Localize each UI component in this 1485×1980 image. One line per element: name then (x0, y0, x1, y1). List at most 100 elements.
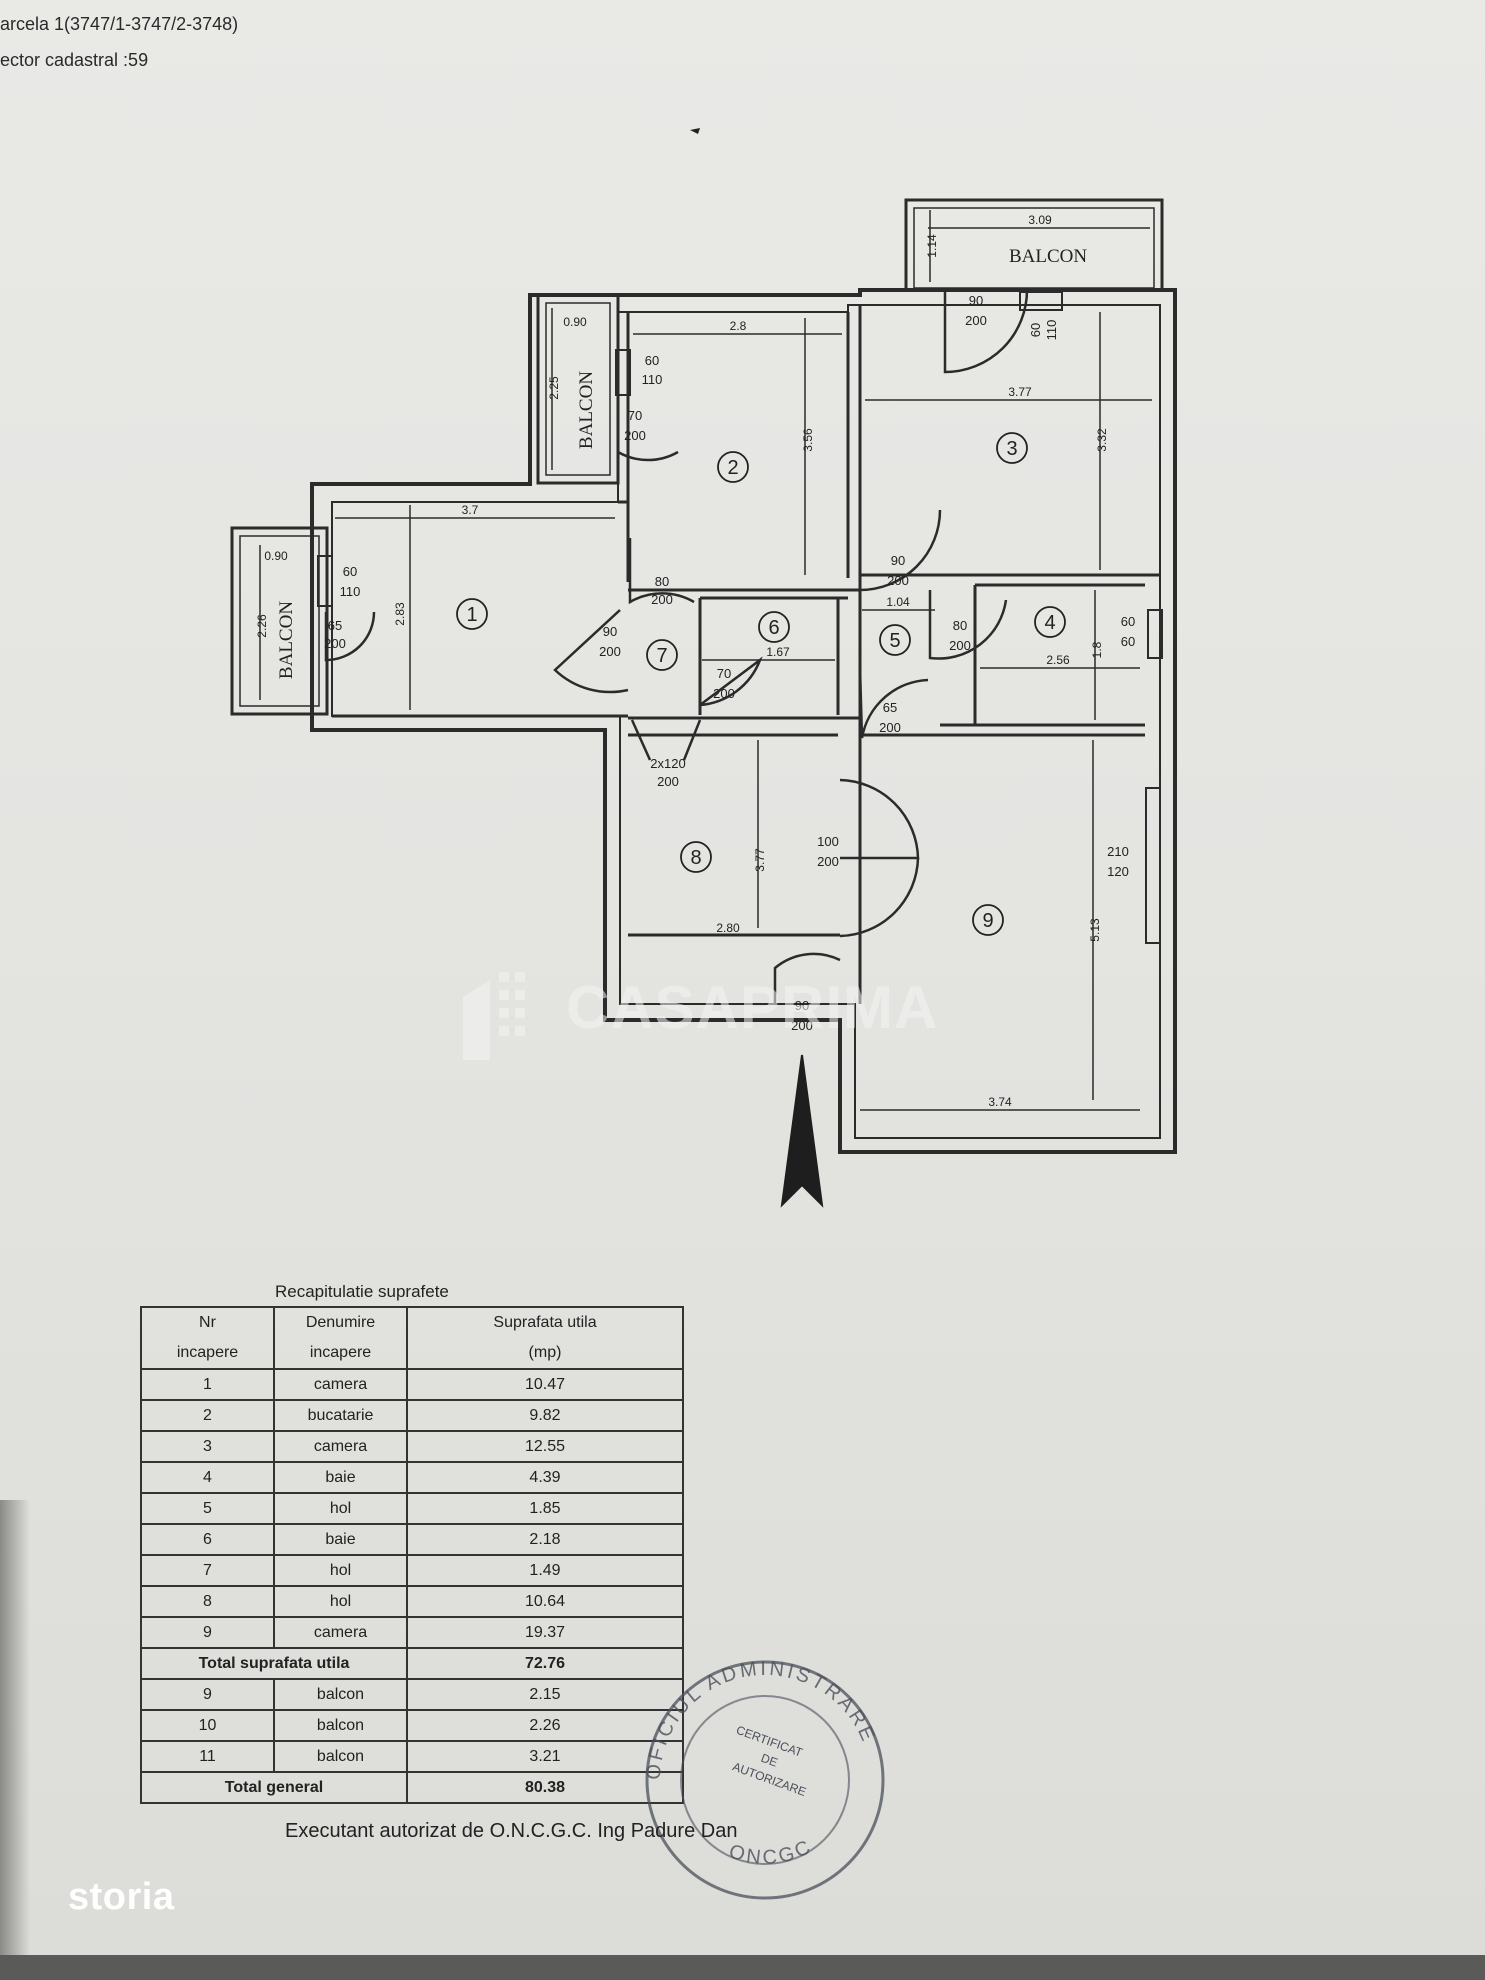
door-arc-bath6 (699, 656, 763, 707)
header-den-1: Denumire (273, 1306, 408, 1338)
dim-room9-h: 5.13 (1088, 918, 1102, 942)
door-b11: 200 (949, 638, 971, 653)
bottom-band (0, 1955, 1485, 1980)
door-arc-bath4 (928, 590, 1008, 660)
total-general-row: Total general 80.38 (140, 1771, 684, 1804)
cell-nr: 1 (140, 1368, 275, 1401)
oncgc-stamp: OFICIUL ADMINISTRARE ONCGC CERTIFICAT DE… (643, 1658, 885, 1900)
room-circle-9 (972, 904, 1004, 936)
cell-nr: 5 (140, 1492, 275, 1525)
cell-nr: 11 (140, 1740, 275, 1773)
surface-table: Nr Denumire Suprafata utila incapere inc… (140, 1306, 684, 1804)
door-arc-balcony-top (943, 289, 1029, 374)
door-a6: 60 (343, 564, 357, 579)
floor-plan: BALCON BALCON BALCON 1 2 3 4 5 6 7 8 9 3… (230, 128, 1177, 1208)
door-b1: 110 (642, 372, 663, 387)
dim-room8-h: 3.77 (753, 848, 767, 872)
total-util-value: 72.76 (406, 1647, 684, 1680)
cell-nr: 7 (140, 1554, 275, 1587)
stamp-ring-bottom: ONCGC (726, 1835, 813, 1869)
door-b5: 200 (887, 573, 909, 588)
door-a17: 2x120 (650, 756, 685, 771)
door-a4: 60 (1028, 323, 1043, 337)
cell-area: 2.26 (406, 1709, 684, 1742)
dim-room6-w: 1.67 (766, 645, 790, 659)
room-number-1: 1 (466, 604, 477, 626)
cell-area: 2.18 (406, 1523, 684, 1556)
room-circle-5 (879, 624, 911, 656)
room-circle-8 (680, 841, 712, 873)
door-b6: 110 (340, 584, 361, 599)
dim-room4-h: 1.8 (1090, 641, 1104, 658)
cell-nr: 8 (140, 1585, 275, 1618)
cell-name: hol (273, 1554, 408, 1587)
room-number-5: 5 (889, 630, 900, 652)
cell-nr: 6 (140, 1523, 275, 1556)
dim-balc-left-h: 2.26 (255, 614, 269, 638)
cell-name: balcon (273, 1740, 408, 1773)
door-a8: 80 (655, 574, 669, 589)
balcony-label-top: BALCON (1009, 246, 1087, 267)
cell-name: camera (273, 1616, 408, 1649)
total-general-value: 80.38 (406, 1771, 684, 1804)
dim-room1-h: 2.83 (393, 602, 407, 626)
door-arc-room8-b (839, 857, 920, 938)
table-title: Recapitulatie suprafete (275, 1282, 449, 1301)
door-arc-hall7-top (628, 538, 695, 605)
cell-area: 19.37 (406, 1616, 684, 1649)
door-b4: 110 (1044, 320, 1059, 341)
room-circle-7 (646, 639, 678, 671)
room-number-3: 3 (1006, 438, 1017, 460)
door-arc-hall5 (858, 667, 929, 739)
room-circle-6 (758, 611, 790, 643)
cell-name: balcon (273, 1709, 408, 1742)
header-sup-1: Suprafata utila (406, 1306, 684, 1338)
room-circle-1 (456, 598, 488, 630)
door-b13: 60 (1121, 634, 1135, 649)
dim-room5-w: 1.04 (886, 595, 910, 609)
door-b12: 200 (879, 720, 901, 735)
dim-room2-h: 3.56 (801, 428, 815, 452)
door-b2: 200 (624, 428, 646, 443)
table-header-row-1: Nr Denumire Suprafata utila (140, 1306, 684, 1338)
door-b9: 200 (599, 644, 621, 659)
outer-wall (310, 288, 1177, 1154)
door-a10: 70 (717, 666, 731, 681)
header-nr-2: incapere (140, 1338, 275, 1370)
door-a16: 90 (795, 998, 809, 1013)
cell-name: baie (273, 1523, 408, 1556)
room-number-9: 9 (982, 910, 993, 932)
dim-balc-mid-h: 2.25 (547, 376, 561, 400)
door-a15: 210 (1107, 844, 1129, 859)
dim-balc-mid-w: 0.90 (563, 315, 587, 329)
cell-name: bucatarie (273, 1399, 408, 1432)
casaprima-logo-icon (463, 972, 525, 1060)
table-header-row-2: incapere incapere (mp) (140, 1338, 684, 1370)
room-number-4: 4 (1044, 612, 1055, 634)
door-arc-balcony-mid (616, 392, 679, 462)
dim-balc-left-w: 0.90 (264, 549, 288, 563)
door-arc-room1 (553, 609, 629, 694)
footer-executant: Executant autorizat de O.N.C.G.C. Ing Pa… (285, 1820, 738, 1842)
room-number-7: 7 (656, 645, 667, 667)
door-a1: 60 (645, 353, 659, 368)
door-b16: 200 (791, 1018, 813, 1033)
door-b7: 200 (324, 636, 346, 651)
door-a14: 100 (817, 834, 839, 849)
cell-area: 12.55 (406, 1430, 684, 1463)
cell-area: 4.39 (406, 1461, 684, 1494)
dim-room8-w: 2.80 (716, 921, 740, 935)
window-bath (1147, 609, 1163, 659)
room-number-8: 8 (690, 847, 701, 869)
